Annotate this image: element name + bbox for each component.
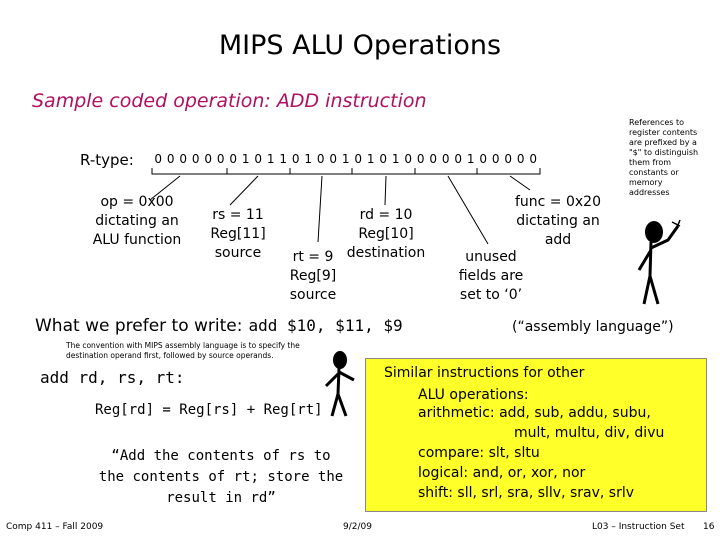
add-description-quote: “Add the contents of rs to the contents … <box>98 448 344 506</box>
field-arrows <box>149 168 541 245</box>
bit-digit: 0 <box>154 152 163 166</box>
stick-figure-icon <box>637 219 681 305</box>
shift-line: shift: sll, srl, sra, sllv, srav, srlv <box>418 485 635 501</box>
prefer-line: What we prefer to write: add $10, $11, $9 <box>35 316 403 336</box>
footer-date: 9/2/09 <box>343 522 372 532</box>
bit-digit: 0 <box>216 152 225 166</box>
compare-line: compare: slt, sltu <box>418 445 540 461</box>
arithmetic-line-2: mult, multu, div, divu <box>514 425 665 441</box>
bit-digit: 1 <box>366 152 375 166</box>
rtype-label: R-type: <box>80 151 134 169</box>
bit-digit: 0 <box>229 152 238 166</box>
bit-digit: 1 <box>241 152 250 166</box>
add-syntax: add rd, rs, rt: <box>40 368 185 387</box>
bit-digit: 0 <box>529 152 538 166</box>
logical-line: logical: and, or, xor, nor <box>418 465 586 481</box>
register-equation: Reg[rd] = Reg[rs] + Reg[rt] <box>95 402 323 418</box>
footer-page-number: 16 <box>703 522 715 532</box>
arithmetic-line-1: arithmetic: add, sub, addu, subu, <box>418 405 651 421</box>
bit-digit: 0 <box>291 152 300 166</box>
prefer-code: add $10, $11, $9 <box>248 316 403 335</box>
bit-digit: 1 <box>279 152 288 166</box>
prefer-text: What we prefer to write: <box>35 316 243 336</box>
bit-digit: 0 <box>504 152 513 166</box>
bit-digit: 0 <box>479 152 488 166</box>
bit-digit: 1 <box>466 152 475 166</box>
footer-lecture: L03 – Instruction Set <box>592 522 685 532</box>
footer-course: Comp 411 – Fall 2009 <box>6 522 104 532</box>
bit-digit: 0 <box>379 152 388 166</box>
slide-subtitle: Sample coded operation: ADD instruction <box>32 90 427 112</box>
bit-digit: 0 <box>454 152 463 166</box>
similar-instructions-box: Similar instructions for other ALU opera… <box>365 358 707 512</box>
assembly-language-note: (“assembly language”) <box>512 319 674 335</box>
bit-digit: 0 <box>179 152 188 166</box>
reference-note: References to register contents are pref… <box>629 118 699 197</box>
bit-digit: 0 <box>166 152 175 166</box>
slide-title: MIPS ALU Operations <box>218 30 502 61</box>
bit-digit: 0 <box>254 152 263 166</box>
bit-digit: 0 <box>491 152 500 166</box>
bit-digit: 1 <box>266 152 275 166</box>
bit-digit: 0 <box>191 152 200 166</box>
bit-digit: 1 <box>341 152 350 166</box>
bit-digit: 0 <box>404 152 413 166</box>
bit-digit: 1 <box>304 152 313 166</box>
bit-digit: 0 <box>316 152 325 166</box>
convention-note: The convention with MIPS assembly langua… <box>66 341 300 360</box>
bit-digit: 0 <box>204 152 213 166</box>
bit-digit: 0 <box>416 152 425 166</box>
stick-figure-middle-icon <box>324 351 355 417</box>
bit-digit: 0 <box>441 152 450 166</box>
bit-digit: 0 <box>516 152 525 166</box>
similar-heading-1: Similar instructions for other <box>384 365 585 381</box>
bit-digit: 0 <box>329 152 338 166</box>
similar-heading-2: ALU operations: <box>418 387 529 403</box>
bit-digit: 0 <box>429 152 438 166</box>
bit-digit: 0 <box>354 152 363 166</box>
bit-digit: 1 <box>391 152 400 166</box>
